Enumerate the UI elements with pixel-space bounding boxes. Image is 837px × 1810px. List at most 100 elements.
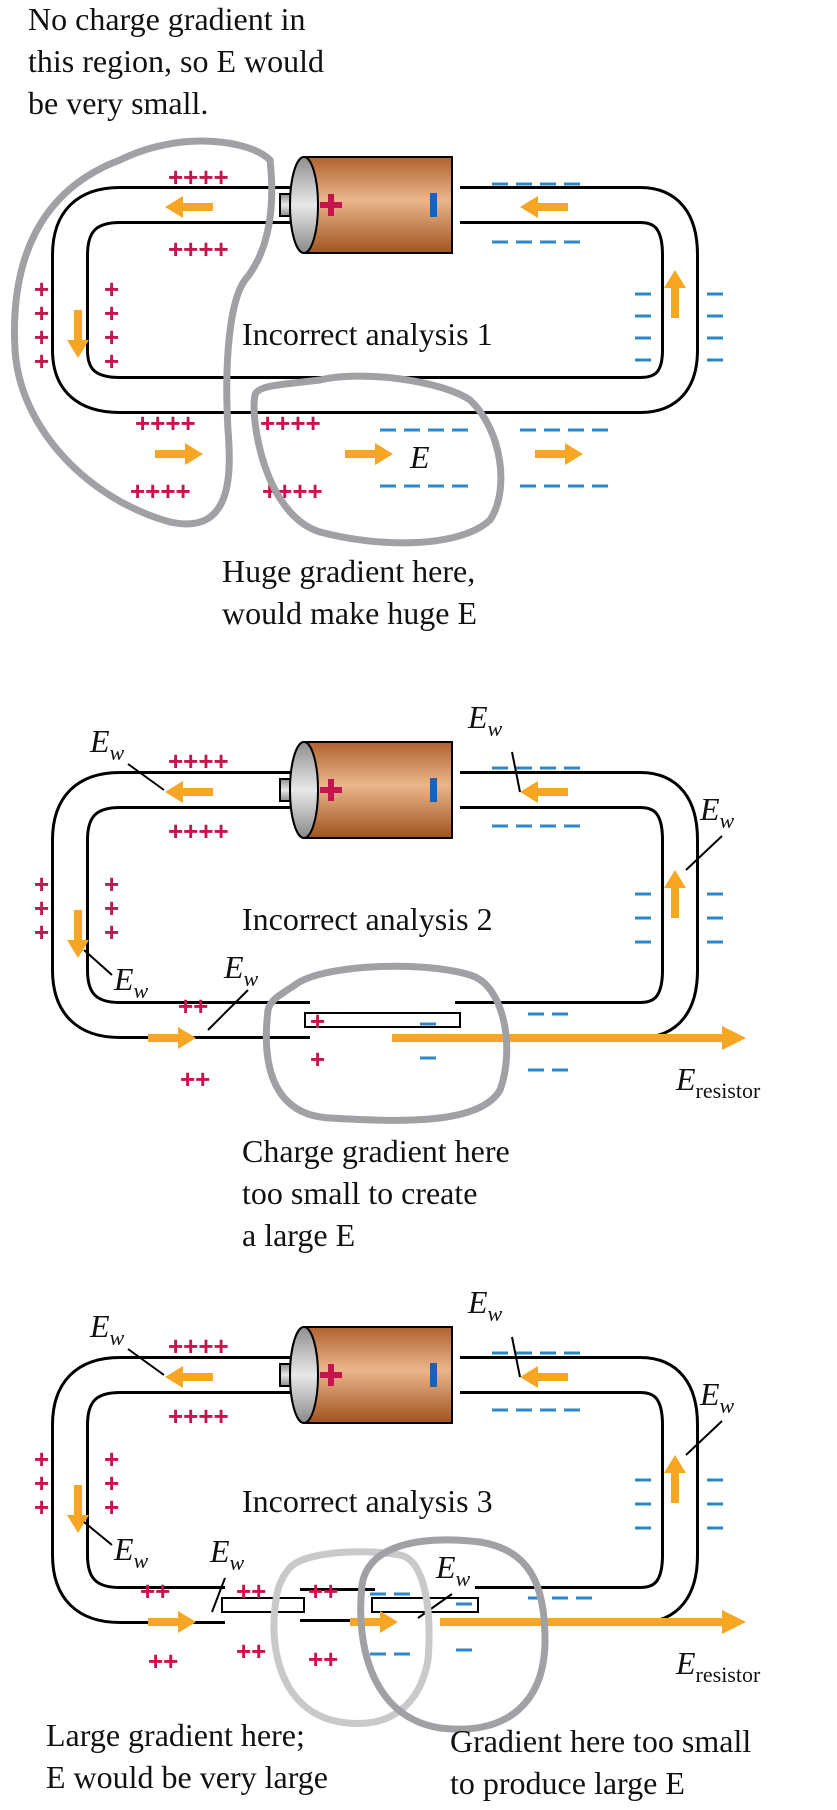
field-arrow-right: [535, 443, 583, 465]
svg-text:Ew: Ew: [209, 1533, 245, 1575]
panel3-note-left-line1: Large gradient here;: [46, 1717, 305, 1753]
positive-charges: +: [310, 1006, 325, 1036]
svg-text:Ew: Ew: [89, 1308, 125, 1350]
positive-charges: ++++: [168, 162, 229, 192]
svg-text:+: +: [34, 869, 49, 899]
positive-charges: ++++: [135, 408, 196, 438]
svg-text:+: +: [104, 917, 119, 947]
field-label-ew: Ew: [83, 949, 149, 1003]
negative-charges: [380, 182, 723, 488]
panel-1: No charge gradient in this region, so E …: [10, 1, 723, 631]
svg-text:+: +: [104, 322, 119, 352]
resistor-field-arrow: [392, 1026, 746, 1050]
resistor-field-label: Eresistor: [675, 1645, 761, 1687]
svg-text:+: +: [34, 322, 49, 352]
negative-charges: [420, 766, 723, 1072]
svg-text:Ew: Ew: [113, 1531, 149, 1573]
positive-charges: ++++: [260, 408, 321, 438]
svg-text:Ew: Ew: [435, 1549, 471, 1591]
svg-text:+: +: [34, 1468, 49, 1498]
panel2-note-line1: Charge gradient here: [242, 1133, 510, 1169]
panel-3: ++++ ++++ ++ ++ ++ ++ ++ ++ + + + + + + …: [34, 1284, 761, 1801]
battery-icon: [279, 741, 453, 839]
svg-text:+: +: [104, 869, 119, 899]
svg-text:Ew: Ew: [699, 1376, 735, 1418]
svg-text:+: +: [104, 1492, 119, 1522]
field-label-ew: Ew: [467, 1284, 521, 1378]
svg-text:Ew: Ew: [113, 961, 149, 1003]
panel1-note-bottom-line2: would make huge E: [222, 595, 477, 631]
field-arrow-right: [345, 443, 393, 465]
field-label-ew: Ew: [83, 1521, 149, 1573]
panel1-note-top-line1: No charge gradient in: [28, 1, 306, 37]
field-label-e: E: [409, 439, 430, 475]
panel2-note-line2: too small to create: [242, 1175, 477, 1211]
svg-text:Eresistor: Eresistor: [675, 1061, 761, 1103]
positive-charges: ++++: [168, 1401, 229, 1431]
panel1-note-top-line3: be very small.: [28, 85, 208, 121]
svg-text:+: +: [104, 274, 119, 304]
positive-charges: ++: [180, 1064, 210, 1094]
svg-text:+: +: [34, 1444, 49, 1474]
resistor: [304, 1012, 461, 1028]
svg-text:Eresistor: Eresistor: [675, 1645, 761, 1687]
panel2-note-line3: a large E: [242, 1217, 355, 1253]
positive-charges: ++: [178, 991, 208, 1021]
resistor-field-arrow: [440, 1610, 746, 1634]
svg-text:Ew: Ew: [467, 1284, 503, 1326]
field-label-ew: Ew: [209, 1533, 245, 1613]
svg-text:Ew: Ew: [89, 723, 125, 765]
panel3-note-right-line2: to produce large E: [450, 1765, 685, 1801]
positive-charges: ++++: [168, 816, 229, 846]
panel3-title: Incorrect analysis 3: [242, 1483, 493, 1519]
positive-charges: ++++: [130, 476, 191, 506]
highlight-loop: [357, 1536, 549, 1733]
svg-text:+: +: [104, 1468, 119, 1498]
resistor-field-label: Eresistor: [675, 1061, 761, 1103]
svg-text:+: +: [34, 1492, 49, 1522]
field-label-ew: Ew: [467, 699, 521, 793]
highlight-loop: [10, 137, 276, 528]
field-label-ew: Ew: [685, 791, 735, 871]
positive-charges: +: [310, 1044, 325, 1074]
svg-text:+: +: [104, 346, 119, 376]
positive-charges: ++++: [168, 746, 229, 776]
positive-charges: ++: [236, 1576, 266, 1606]
positive-charges: ++: [148, 1646, 178, 1676]
positive-charges: ++: [308, 1576, 338, 1606]
svg-text:Ew: Ew: [223, 949, 259, 991]
positive-charges: ++: [236, 1636, 266, 1666]
svg-text:+: +: [34, 893, 49, 923]
negative-charges: [370, 1351, 723, 1656]
svg-text:+: +: [34, 298, 49, 328]
panel2-title: Incorrect analysis 2: [242, 901, 493, 937]
positive-charges: ++: [140, 1576, 170, 1606]
highlight-loop: [250, 372, 505, 547]
positive-charges-left: + + + + + +: [34, 869, 119, 947]
positive-charges: ++: [308, 1644, 338, 1674]
svg-text:Ew: Ew: [699, 791, 735, 833]
resistor-segment: [221, 1597, 305, 1613]
svg-text:+: +: [104, 893, 119, 923]
panel3-note-right-line1: Gradient here too small: [450, 1723, 751, 1759]
field-label-ew: Ew: [89, 1308, 165, 1376]
positive-charges: ++++: [168, 1331, 229, 1361]
field-label-ew: Ew: [89, 723, 165, 791]
svg-text:+: +: [34, 274, 49, 304]
panel1-note-top-line2: this region, so E would: [28, 43, 324, 79]
highlight-loop: [270, 1548, 433, 1727]
battery-icon: [279, 1326, 453, 1424]
field-arrow-right: [155, 443, 203, 465]
positive-charges-left: + + + + + + + +: [34, 274, 119, 376]
svg-text:+: +: [34, 917, 49, 947]
field-label-ew: Ew: [417, 1549, 471, 1619]
panel1-title: Incorrect analysis 1: [242, 316, 493, 352]
svg-text:Ew: Ew: [467, 699, 503, 741]
positive-charges: ++++: [168, 234, 229, 264]
battery-icon: [279, 156, 453, 254]
field-label-ew: Ew: [685, 1376, 735, 1456]
positive-charges-left: + + + + + +: [34, 1444, 119, 1522]
svg-text:+: +: [34, 346, 49, 376]
highlight-loop: [262, 962, 511, 1124]
